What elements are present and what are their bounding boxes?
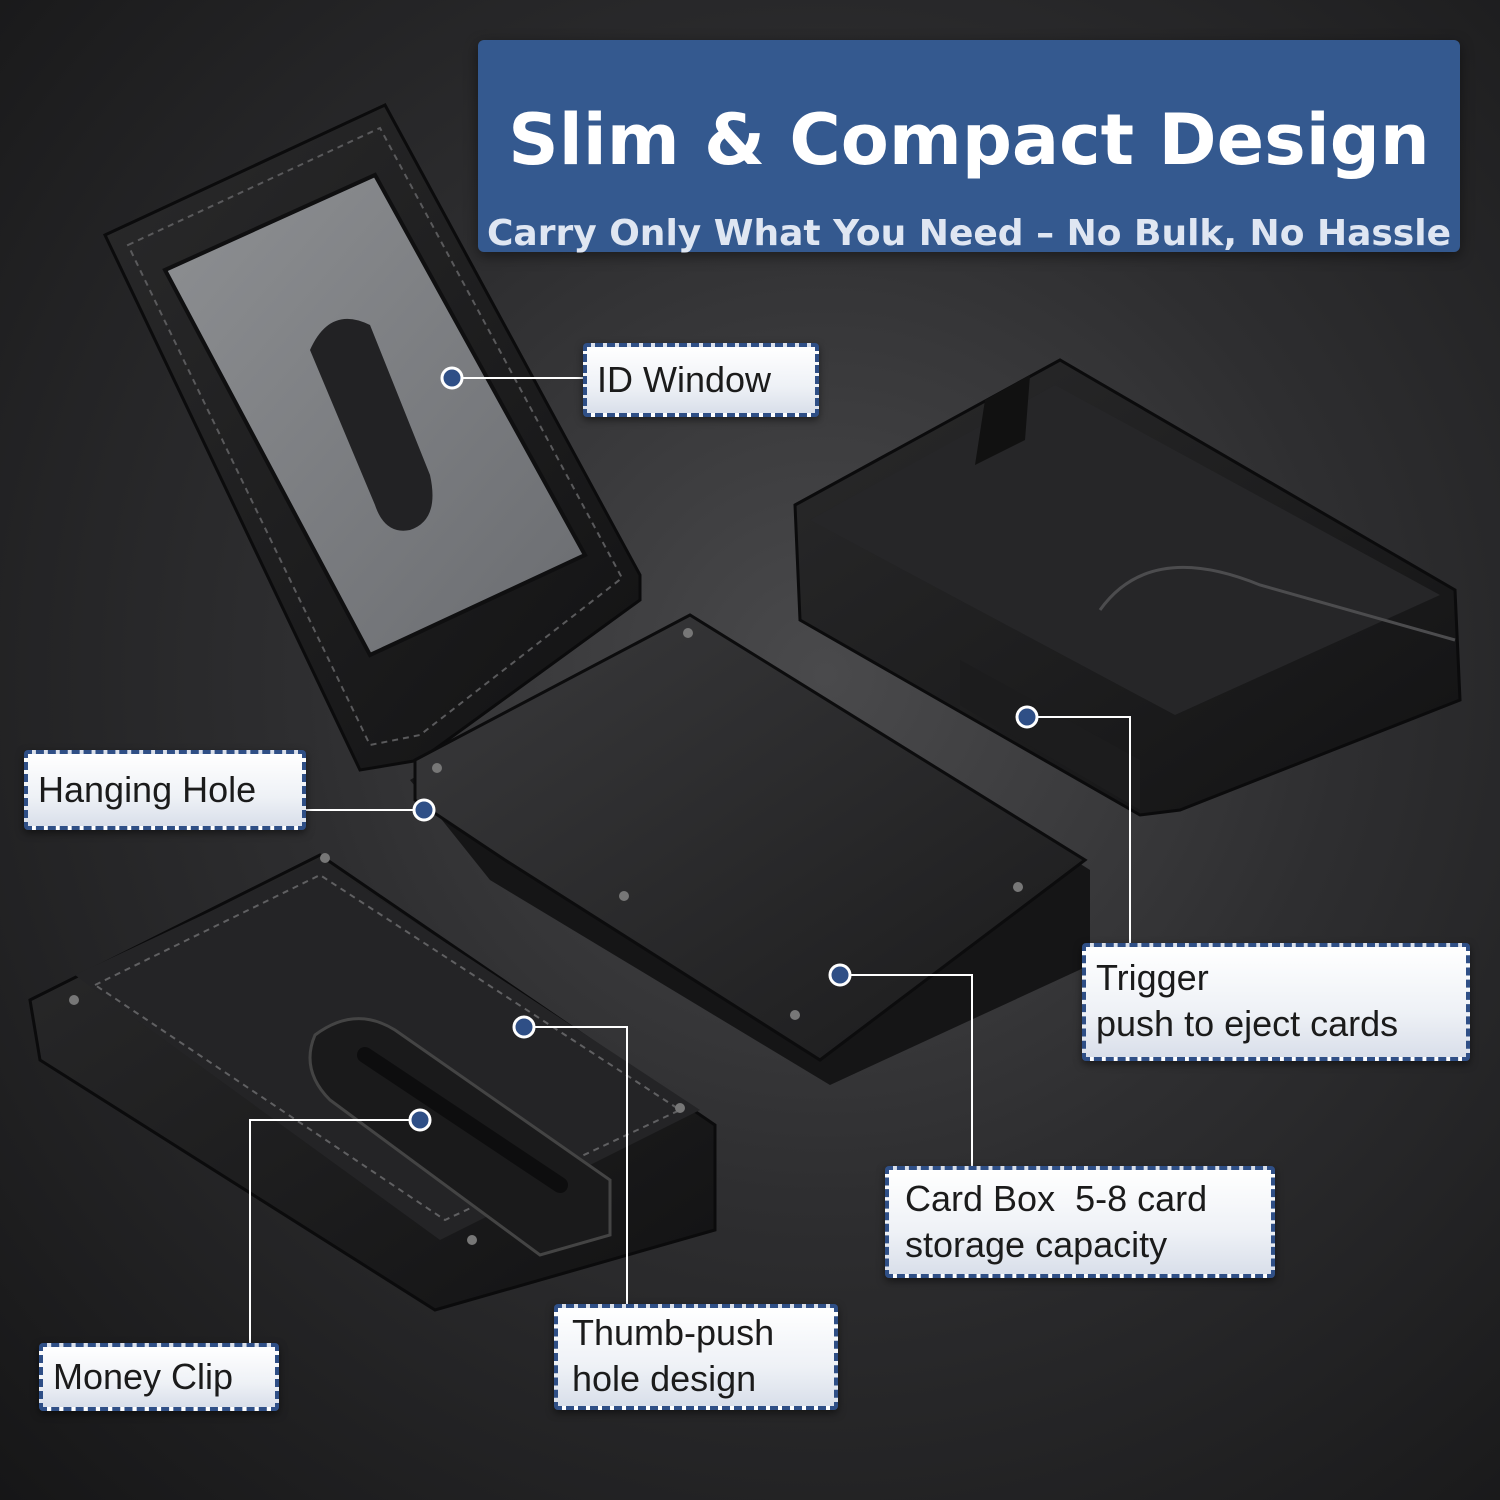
title-banner: Slim & Compact Design Carry Only What Yo… bbox=[478, 40, 1460, 254]
marker-money-clip bbox=[408, 1108, 432, 1132]
callout-card-box-line2: storage capacity bbox=[905, 1224, 1168, 1265]
callout-thumb-push-line2: hole design bbox=[572, 1358, 757, 1399]
callout-thumb-push: Thumb-push hole design bbox=[554, 1304, 838, 1410]
leader-lines bbox=[249, 377, 1131, 1345]
callout-money-clip: Money Clip bbox=[39, 1343, 279, 1411]
callout-hanging-hole: Hanging Hole bbox=[24, 750, 306, 830]
closed-wallet-right bbox=[793, 358, 1462, 817]
callout-card-box-line1: Card Box 5-8 card bbox=[905, 1178, 1208, 1219]
marker-id-window bbox=[440, 366, 464, 390]
marker-dots bbox=[408, 366, 1039, 1132]
callout-id-window: ID Window bbox=[583, 343, 819, 417]
banner-subtitle: Carry Only What You Need – No Bulk, No H… bbox=[486, 213, 1451, 254]
marker-thumb-push bbox=[512, 1015, 536, 1039]
callout-thumb-push-line1: Thumb-push bbox=[572, 1312, 775, 1353]
card-box bbox=[410, 613, 1090, 1085]
id-flap bbox=[102, 103, 642, 772]
callout-trigger: Trigger push to eject cards bbox=[1082, 943, 1470, 1061]
closed-wallet-left bbox=[28, 853, 717, 1312]
callout-money-clip-label: Money Clip bbox=[53, 1356, 234, 1397]
callout-trigger-line2: push to eject cards bbox=[1096, 1003, 1399, 1044]
callout-card-box: Card Box 5-8 card storage capacity bbox=[885, 1166, 1275, 1278]
callout-id-window-label: ID Window bbox=[597, 359, 772, 400]
callout-hanging-hole-label: Hanging Hole bbox=[38, 769, 257, 810]
marker-trigger bbox=[1015, 705, 1039, 729]
banner-title: Slim & Compact Design bbox=[508, 99, 1430, 181]
marker-card-box bbox=[828, 963, 852, 987]
marker-hanging-hole bbox=[412, 798, 436, 822]
callout-trigger-line1: Trigger bbox=[1096, 957, 1209, 998]
